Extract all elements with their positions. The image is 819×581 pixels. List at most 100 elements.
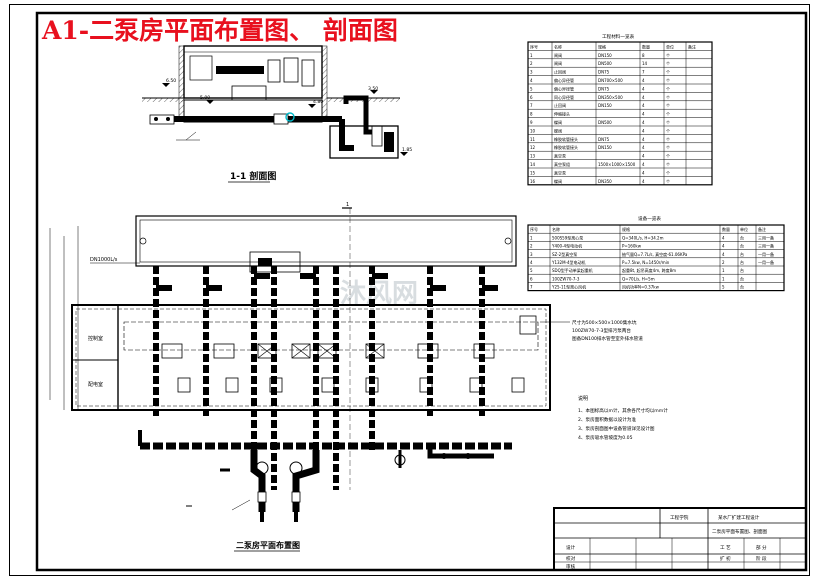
table-cell: 7 <box>642 70 645 75</box>
outer-border <box>9 4 810 576</box>
table-cell: 3 <box>530 70 533 75</box>
table-header: 数量 <box>642 43 650 49</box>
table-cell: 个 <box>666 78 670 83</box>
table-cell: DN75 <box>598 70 610 75</box>
pump-house-plan <box>71 304 551 411</box>
table-cell: 台 <box>740 234 744 240</box>
table-cell: 4 <box>642 112 645 117</box>
drawing-name: 二泵房平面布置图、剖面图 <box>712 528 768 535</box>
table-cell: 个 <box>666 53 670 58</box>
plan-view: 1 DN1000L/s 控制室 配电室 <box>49 202 643 552</box>
table-cell: 10 <box>530 128 536 133</box>
title-block: 工程学院 某水厂扩建工程设计 二泵房平面布置图、剖面图 设计 校对 审核 工 艺… <box>553 507 807 571</box>
table-cell: 风机功率N=0.37kw <box>622 284 660 290</box>
table-cell: 三用一备 <box>758 243 774 249</box>
table-title: 工程材料一览表 <box>602 33 635 40</box>
table-cell: 2 <box>722 260 725 265</box>
table-cell: DN150 <box>598 103 612 108</box>
table-cell: 个 <box>666 86 670 91</box>
table-cell: 4 <box>642 128 645 133</box>
table-cell: DN500 <box>598 120 612 125</box>
table-cell: 11 <box>530 137 536 142</box>
plan-note: 图备DN100排水管至室外排水管道 <box>572 335 643 342</box>
svg-text:部 分: 部 分 <box>756 544 767 551</box>
note-item: 1、本图标高以m计，其余各尺寸均以mm计 <box>578 407 668 414</box>
elevation-marker: 6.50 <box>162 78 176 87</box>
plan-view-label: 二泵房平面布置图 <box>236 540 300 550</box>
table-cell: 8 <box>530 112 533 117</box>
table-cell: 8 <box>642 53 645 58</box>
table-cell: P=160kw <box>622 244 642 249</box>
table-cell: 1 <box>530 53 533 58</box>
table-cell: 台 <box>740 243 744 249</box>
table-cell: 蝶阀 <box>554 119 562 125</box>
table-cell: 14 <box>530 162 536 167</box>
table-cell: 4 <box>642 137 645 142</box>
table-cell: DN150 <box>598 145 612 150</box>
table-cell: 台 <box>740 259 744 265</box>
table-cell: 4 <box>642 95 645 100</box>
table-cell: 500S59型离心泵 <box>552 234 583 240</box>
elevation-marker: 1.85 <box>400 147 412 156</box>
table-cell: 同心异径管 <box>554 94 574 100</box>
elevation-marker: 3.50 <box>368 86 378 94</box>
project-name: 某水厂扩建工程设计 <box>718 514 760 521</box>
notes-block: 说明 1、本图标高以m计，其余各尺寸均以mm计 2、泵房面积数据以设计为准 3、… <box>578 395 668 441</box>
table-cell: 4 <box>722 252 725 257</box>
table-cell: P=7.5kw, N=1450r/min <box>622 260 670 265</box>
table-cell: 三用一备 <box>758 234 774 240</box>
svg-text:4.80: 4.80 <box>313 99 323 105</box>
pump-unit <box>161 343 191 393</box>
clear-water-tank <box>135 215 517 267</box>
table-header: 单位 <box>740 226 748 232</box>
table-cell: 1 <box>722 276 725 281</box>
svg-text:阶 段: 阶 段 <box>756 555 767 562</box>
elevation-marker: 5.00 <box>200 95 214 104</box>
table-cell: 个 <box>666 137 670 142</box>
table-cell: 个 <box>666 103 670 108</box>
table-cell: 个 <box>666 112 670 117</box>
table-header: 名称 <box>552 226 560 232</box>
table-cell: 个 <box>666 154 670 159</box>
table-cell: 5 <box>530 268 533 273</box>
table-cell: DN150 <box>598 53 612 58</box>
table-cell: 抽气量Q=7.7L/s, 真空度-61.06KPa <box>622 251 688 257</box>
pipe-label: DN1000L/s <box>90 257 118 263</box>
table-cell: DN75 <box>598 137 610 142</box>
table-cell: 台 <box>740 251 744 257</box>
table-cell: 偏心异径管 <box>554 85 574 91</box>
pump-unit <box>365 343 433 393</box>
table-cell: 4 <box>642 170 645 175</box>
table-cell: 5 <box>530 86 533 91</box>
table-cell: 台 <box>740 275 744 281</box>
drawing-title: A1-二泵房平面布置图、 剖面图 <box>41 16 398 45</box>
table-cell: 伸缩接头 <box>554 111 570 117</box>
table-cell: 1500×1000×1500 <box>598 162 636 167</box>
table-cell: 个 <box>666 120 670 125</box>
svg-text:工 艺: 工 艺 <box>720 545 731 551</box>
table-header: 单位 <box>666 43 674 49</box>
svg-text:6.50: 6.50 <box>166 78 176 84</box>
table-cell: 4 <box>722 235 725 240</box>
room-control: 控制室 <box>88 335 103 342</box>
table-cell: 4 <box>642 162 645 167</box>
table-cell: 台 <box>740 284 744 290</box>
school-name: 工程学院 <box>670 514 689 521</box>
table-cell: 真空泵 <box>554 153 566 159</box>
table-cell: 个 <box>666 61 670 66</box>
pump-unit <box>291 343 335 393</box>
table-cell: 橡胶软管接头 <box>554 144 578 150</box>
table-cell: 个 <box>666 179 670 184</box>
table-cell: 4 <box>722 244 725 249</box>
table-cell: 蝶阀 <box>554 127 562 133</box>
table-cell: DN75 <box>598 86 610 91</box>
table-cell: 9 <box>530 120 533 125</box>
table-cell: 4 <box>642 179 645 184</box>
table-cell: 2 <box>530 244 533 249</box>
table-cell: 闸阀 <box>554 52 562 58</box>
table-cell: 7 <box>530 285 533 290</box>
table-cell: 5 <box>722 285 725 290</box>
svg-text:校对: 校对 <box>566 555 576 562</box>
table-cell: 个 <box>666 145 670 150</box>
table-cell: SZ-2型真空泵 <box>552 251 577 257</box>
